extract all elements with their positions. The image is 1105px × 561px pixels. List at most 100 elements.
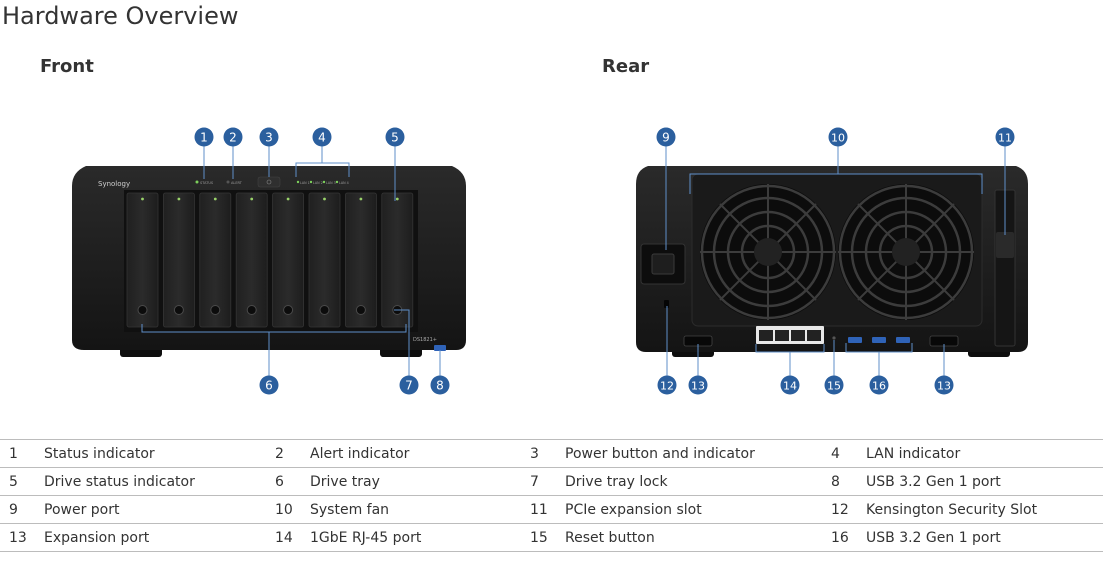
legend-number: 10 xyxy=(275,495,310,524)
callout-8: 8 xyxy=(430,375,450,395)
legend-label: PCIe expansion slot xyxy=(565,495,831,524)
drive-trays xyxy=(126,192,414,328)
drive-tray-lock xyxy=(283,305,294,315)
svg-text:5: 5 xyxy=(391,131,399,145)
callout-14: 14 xyxy=(780,375,800,395)
rear-heading: Rear xyxy=(602,56,650,77)
svg-text:LAN 2: LAN 2 xyxy=(313,181,323,185)
drive-tray xyxy=(235,192,268,328)
callout-1: 1 xyxy=(194,127,214,147)
legend-label: Status indicator xyxy=(44,439,275,468)
legend-number: 8 xyxy=(831,467,866,496)
drive-status-led xyxy=(286,197,290,201)
callout-10: 10 xyxy=(828,127,848,147)
legend-number: 5 xyxy=(0,467,44,496)
drive-status-led xyxy=(177,197,181,201)
lan-indicators: LAN 1 LAN 2 LAN 3 LAN 4 xyxy=(296,180,349,185)
legend-label: System fan xyxy=(310,495,530,524)
system-fan-left xyxy=(700,184,836,320)
rj45-ports xyxy=(756,326,824,344)
legend-number: 12 xyxy=(831,495,866,524)
alert-led-label: ALERT xyxy=(231,181,243,185)
svg-text:10: 10 xyxy=(831,132,845,145)
callout-16: 16 xyxy=(869,375,889,395)
legend-label: Drive tray xyxy=(310,467,530,496)
drive-tray-lock xyxy=(355,305,366,315)
status-led xyxy=(195,180,199,184)
svg-text:13: 13 xyxy=(937,380,951,393)
svg-text:LAN 3: LAN 3 xyxy=(326,181,336,185)
front-device: Synology STATUS ALERT LAN 1 LAN 2 LAN 3 … xyxy=(72,166,466,357)
callout-7: 7 xyxy=(399,375,419,395)
front-heading: Front xyxy=(40,56,94,77)
legend-number: 13 xyxy=(0,523,44,552)
legend-number: 7 xyxy=(530,467,565,496)
legend-number: 15 xyxy=(530,523,565,552)
callout-6: 6 xyxy=(259,375,279,395)
legend-number: 6 xyxy=(275,467,310,496)
leader-lines xyxy=(141,146,1006,376)
legend-label: LAN indicator xyxy=(866,439,1103,468)
drive-status-led xyxy=(250,197,254,201)
kensington-slot xyxy=(664,300,669,308)
legend-label: Alert indicator xyxy=(310,439,530,468)
power-button xyxy=(257,176,281,188)
legend-number: 11 xyxy=(530,495,565,524)
drive-tray xyxy=(272,192,305,328)
callout-13-right: 13 xyxy=(934,375,954,395)
drive-tray-lock xyxy=(246,305,257,315)
drive-tray xyxy=(162,192,195,328)
legend-number: 4 xyxy=(831,439,866,468)
legend-label: Kensington Security Slot xyxy=(866,495,1103,524)
svg-text:8: 8 xyxy=(436,379,444,393)
callout-12: 12 xyxy=(657,375,677,395)
svg-text:14: 14 xyxy=(783,380,797,393)
svg-text:7: 7 xyxy=(405,379,413,393)
alert-led xyxy=(226,180,230,184)
svg-text:2: 2 xyxy=(229,131,237,145)
legend-label: USB 3.2 Gen 1 port xyxy=(866,467,1103,496)
page-title: Hardware Overview xyxy=(2,2,239,30)
callout-badges: 1 2 3 4 5 6 7 8 9 10 11 12 13 14 15 16 1… xyxy=(194,127,1015,395)
svg-text:LAN 1: LAN 1 xyxy=(300,181,310,185)
legend-label: USB 3.2 Gen 1 port xyxy=(866,523,1103,552)
drive-tray xyxy=(308,192,341,328)
power-icon xyxy=(266,179,272,185)
drive-status-led xyxy=(395,197,399,201)
svg-text:4: 4 xyxy=(318,131,326,145)
reset-button xyxy=(832,336,836,340)
callout-9: 9 xyxy=(656,127,676,147)
legend-row: 9 Power port 10 System fan 11 PCIe expan… xyxy=(0,495,1103,524)
drive-status-led xyxy=(213,197,217,201)
legend-label: Expansion port xyxy=(44,523,275,552)
callout-5: 5 xyxy=(385,127,405,147)
pcie-latch xyxy=(996,232,1014,258)
callout-13-left: 13 xyxy=(688,375,708,395)
svg-text:1: 1 xyxy=(200,131,208,145)
svg-text:16: 16 xyxy=(872,380,886,393)
drive-status-led xyxy=(141,197,144,201)
legend-label: Power button and indicator xyxy=(565,439,831,468)
legend-number: 1 xyxy=(0,439,44,468)
legend-label: Power port xyxy=(44,495,275,524)
legend-row: 13 Expansion port 14 1GbE RJ-45 port 15 … xyxy=(0,523,1103,552)
drive-status-led xyxy=(359,197,363,201)
legend-number: 2 xyxy=(275,439,310,468)
drive-tray xyxy=(381,192,414,328)
drive-tray-lock xyxy=(210,305,221,315)
legend-table: 1 Status indicator 2 Alert indicator 3 P… xyxy=(0,439,1103,552)
status-led-label: STATUS xyxy=(200,181,214,185)
drive-tray-lock xyxy=(319,305,330,315)
legend-number: 9 xyxy=(0,495,44,524)
drive-tray xyxy=(126,192,159,328)
svg-text:13: 13 xyxy=(691,380,705,393)
legend-number: 3 xyxy=(530,439,565,468)
rear-usb-port-1 xyxy=(848,337,862,343)
callout-2: 2 xyxy=(223,127,243,147)
legend-row: 5 Drive status indicator 6 Drive tray 7 … xyxy=(0,467,1103,496)
callout-11: 11 xyxy=(995,127,1015,147)
drive-tray xyxy=(344,192,377,328)
callout-4: 4 xyxy=(312,127,332,147)
drive-tray-lock xyxy=(137,305,148,315)
rear-device xyxy=(636,166,1028,357)
